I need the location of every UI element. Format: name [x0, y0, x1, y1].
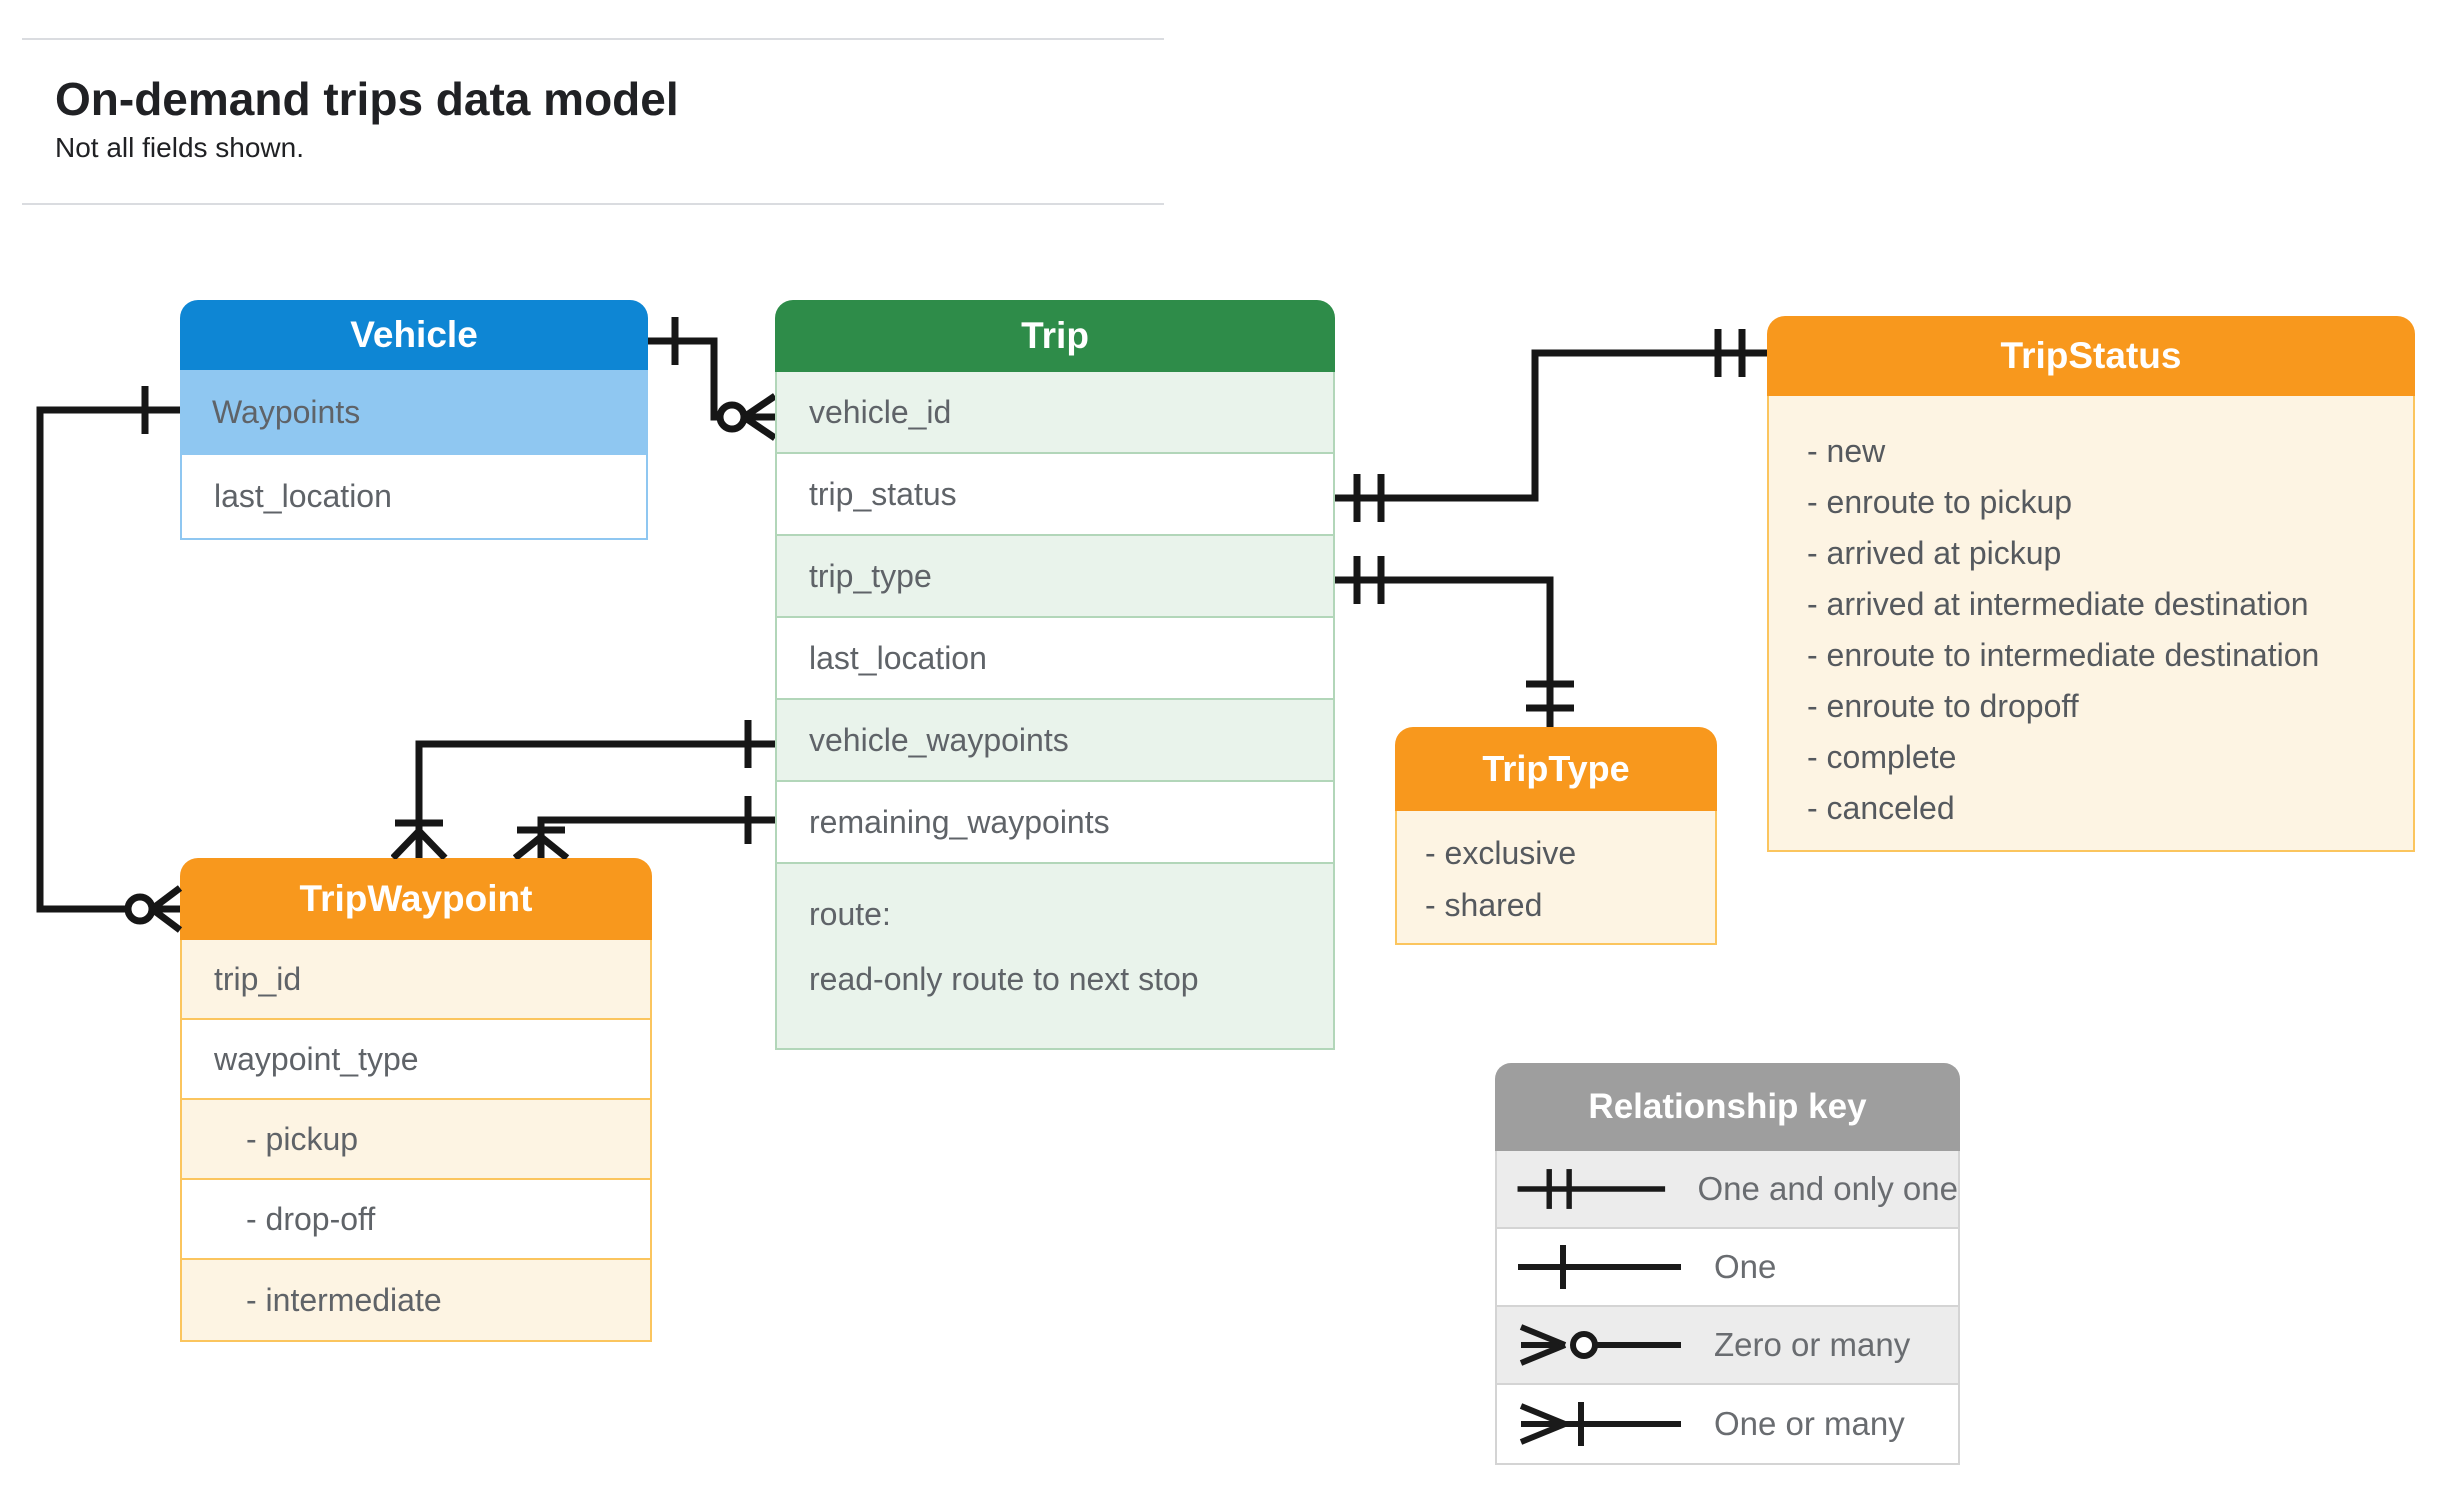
trip-waypoint-header: TripWaypoint	[180, 858, 652, 940]
trip-row-vehicle-id: vehicle_id	[777, 372, 1333, 454]
vehicle-row-waypoints: Waypoints	[180, 370, 648, 455]
key-label: Zero or many	[1714, 1326, 1911, 1363]
vehicle-entity: Vehicle Waypoints last_location	[180, 300, 648, 540]
page-subtitle: Not all fields shown.	[55, 132, 305, 163]
zero-or-many-icon	[1519, 1324, 1681, 1366]
top-divider	[22, 38, 1164, 40]
page-title: On-demand trips data model	[55, 73, 679, 125]
trip-type-item: - shared	[1425, 887, 1543, 923]
connector-vehicle-waypoints-to-trip-waypoint	[36, 386, 183, 933]
relationship-key: Relationship key One and only one One Ze…	[1495, 1063, 1960, 1465]
trip-waypoint-entity: TripWaypoint trip_id waypoint_type - pic…	[180, 858, 652, 1342]
header-divider	[22, 203, 1164, 205]
trip-route-label: route:	[809, 896, 891, 932]
trip-row-route: route: read-only route to next stop	[777, 864, 1333, 1048]
trip-header: Trip	[775, 300, 1335, 372]
trip-waypoint-row-intermediate: - intermediate	[182, 1260, 650, 1340]
one-or-many-icon	[1519, 1402, 1681, 1446]
key-label: One and only one	[1697, 1170, 1958, 1207]
trip-row-trip-type: trip_type	[777, 536, 1333, 618]
one-icon	[1518, 1245, 1681, 1289]
trip-row-remaining-waypoints: remaining_waypoints	[777, 782, 1333, 864]
trip-status-item: - arrived at intermediate destination	[1807, 586, 2309, 622]
relationship-key-title: Relationship key	[1588, 1087, 1867, 1126]
trip-entity: Trip vehicle_id trip_status trip_type la…	[775, 300, 1335, 1050]
trip-status-item: - arrived at pickup	[1807, 535, 2062, 571]
key-row-one-and-only-one: One and only one	[1497, 1151, 1958, 1229]
trip-status-item: - enroute to intermediate destination	[1807, 637, 2320, 673]
connector-vehicle-waypoints-field-to-trip-waypoint	[391, 720, 775, 859]
trip-status-item: - enroute to pickup	[1807, 484, 2073, 520]
trip-status-header: TripStatus	[1767, 316, 2415, 396]
trip-waypoint-row-waypoint-type: waypoint_type	[182, 1020, 650, 1100]
key-row-zero-or-many: Zero or many	[1497, 1307, 1958, 1385]
connector-vehicle-to-trip	[648, 317, 775, 441]
connector-trip-status-to-trip-status-enum	[1335, 329, 1767, 522]
trip-row-trip-status: trip_status	[777, 454, 1333, 536]
trip-status-item: - complete	[1807, 739, 1957, 775]
key-label: One or many	[1714, 1405, 1905, 1442]
trip-waypoint-row-pickup: - pickup	[182, 1100, 650, 1180]
trip-status-title: TripStatus	[2000, 335, 2182, 376]
trip-status-item: - new	[1807, 433, 1886, 469]
relationship-key-header: Relationship key	[1495, 1063, 1960, 1151]
trip-status-entity: TripStatus - new - enroute to pickup - a…	[1767, 316, 2415, 852]
trip-type-item: - exclusive	[1425, 835, 1577, 871]
trip-row-last-location: last_location	[777, 618, 1333, 700]
trip-type-title: TripType	[1482, 748, 1630, 789]
vehicle-title: Vehicle	[350, 314, 478, 355]
vehicle-header: Vehicle	[180, 300, 648, 370]
trip-route-description: read-only route to next stop	[809, 961, 1199, 997]
trip-status-item: - enroute to dropoff	[1807, 688, 2079, 724]
connector-remaining-waypoints-to-trip-waypoint	[513, 796, 775, 859]
key-row-one: One	[1497, 1229, 1958, 1307]
key-label: One	[1714, 1248, 1777, 1285]
trip-type-header: TripType	[1395, 727, 1717, 811]
trip-status-item: - canceled	[1807, 790, 1955, 826]
trip-title: Trip	[1021, 315, 1089, 356]
key-row-one-or-many: One or many	[1497, 1385, 1958, 1463]
trip-waypoint-row-trip-id: trip_id	[182, 940, 650, 1020]
trip-waypoint-row-drop-off: - drop-off	[182, 1180, 650, 1260]
connector-trip-type-to-trip-type-enum	[1335, 556, 1574, 727]
one-and-only-one-icon	[1517, 1169, 1666, 1209]
trip-row-vehicle-waypoints: vehicle_waypoints	[777, 700, 1333, 782]
trip-waypoint-title: TripWaypoint	[299, 878, 533, 919]
trip-type-entity: TripType - exclusive - shared	[1395, 727, 1717, 945]
vehicle-row-last-location: last_location	[180, 455, 648, 540]
